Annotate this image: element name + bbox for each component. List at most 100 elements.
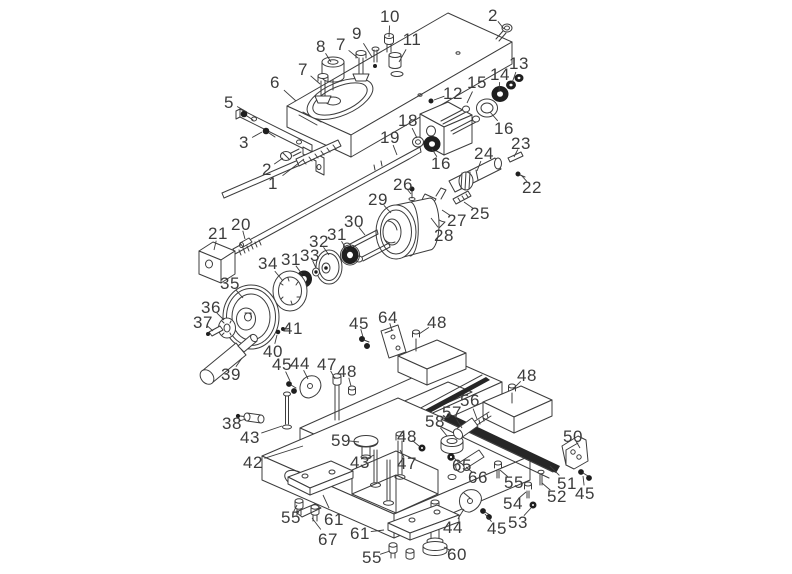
part-label-39: 39 — [221, 365, 241, 384]
bracket-44a — [299, 375, 322, 399]
bolt-54 — [524, 481, 532, 499]
bolt-10 — [384, 33, 394, 53]
part-label-56: 56 — [460, 391, 480, 410]
part-label-8: 8 — [316, 37, 326, 56]
part-label-2: 2 — [262, 160, 272, 179]
plate-67 — [295, 503, 322, 518]
part-label-29: 29 — [368, 190, 388, 209]
screws-45-right — [578, 469, 592, 481]
leader-line-7 — [348, 49, 359, 59]
part-label-23: 23 — [511, 134, 531, 153]
leader-line-51 — [549, 465, 560, 476]
leader-line-16 — [431, 148, 438, 157]
part-label-33: 33 — [300, 246, 320, 265]
cylinder-66 — [455, 449, 485, 473]
stud-extra — [383, 459, 394, 506]
bolt-48a — [412, 329, 420, 352]
leader-line-24 — [476, 160, 482, 172]
leader-line-3 — [251, 131, 263, 138]
bolt-47b — [394, 431, 406, 480]
part-label-60: 60 — [447, 545, 467, 564]
leader-line-48 — [348, 377, 352, 387]
ring-16-right — [476, 98, 498, 118]
part-label-2: 2 — [488, 6, 498, 25]
leader-line-47 — [330, 370, 336, 380]
leader-line-53 — [523, 507, 532, 517]
leader-line-56 — [472, 408, 478, 420]
screws-45-top — [359, 336, 370, 349]
screw-3 — [262, 127, 276, 138]
leader-line-48 — [418, 327, 430, 335]
leader-line-40 — [274, 334, 278, 344]
plate-61b — [387, 504, 460, 541]
leader-line-30 — [358, 227, 366, 236]
leader-line-59 — [349, 440, 360, 443]
leader-line-35 — [235, 289, 244, 299]
rear-left-block — [397, 339, 467, 386]
leader-line-55 — [499, 469, 508, 477]
key-23 — [507, 151, 524, 163]
end-block-21 — [198, 241, 236, 284]
part-label-21: 21 — [208, 224, 228, 243]
leader-line-22 — [520, 174, 528, 182]
leader-line-14 — [498, 82, 501, 93]
part-label-67: 67 — [318, 530, 338, 549]
nut-65 — [447, 453, 455, 461]
leader-line-23 — [513, 149, 519, 158]
part-label-25: 25 — [470, 204, 490, 223]
leader-line-15 — [466, 91, 473, 104]
part-label-12: 12 — [443, 84, 463, 103]
bolts-15 — [440, 105, 480, 135]
leader-line-58 — [440, 427, 448, 437]
part-label-9: 9 — [352, 24, 362, 43]
part-label-10: 10 — [380, 7, 400, 26]
leader-line-38 — [238, 418, 247, 422]
part-label-20: 20 — [231, 215, 251, 234]
part-label-43: 43 — [350, 453, 370, 472]
leader-line-45 — [582, 475, 585, 486]
leader-line-61 — [322, 494, 330, 509]
leader-line-47 — [399, 449, 405, 458]
stud-56 — [474, 411, 492, 426]
part-label-48: 48 — [517, 366, 537, 385]
screw-22 — [515, 171, 526, 178]
part-label-37: 37 — [193, 313, 213, 332]
part-label-13: 13 — [509, 54, 529, 73]
part-label-65: 65 — [452, 456, 472, 475]
part-label-64: 64 — [378, 308, 398, 327]
pin-9 — [371, 46, 380, 68]
bearing-31a — [340, 244, 360, 266]
bracket-44b — [458, 489, 482, 513]
leader-line-41 — [284, 327, 290, 330]
screws-45-bottom — [480, 508, 492, 520]
part-label-7: 7 — [336, 35, 346, 54]
part-label-28: 28 — [434, 226, 454, 245]
leader-line-5 — [236, 106, 248, 113]
ring-34 — [272, 270, 308, 312]
leader-line-45 — [360, 329, 364, 338]
part-label-51: 51 — [557, 474, 577, 493]
leader-line-32 — [323, 247, 330, 256]
part-label-27: 27 — [447, 211, 467, 230]
leader-line-19 — [392, 144, 398, 156]
part-label-55: 55 — [362, 548, 382, 567]
cylinder-part-8 — [321, 56, 345, 91]
leader-line-54 — [518, 491, 527, 499]
pulley-29 — [375, 197, 440, 260]
plate-61a — [287, 460, 354, 496]
leader-line-7 — [310, 75, 321, 85]
leader-line-25 — [463, 201, 474, 209]
leader-line-2 — [497, 21, 505, 30]
leader-line-31 — [341, 240, 348, 251]
screw-2-top-right — [495, 23, 513, 42]
leader-line-16 — [489, 111, 499, 122]
leader-line-8 — [325, 52, 332, 63]
pin-37 — [206, 325, 224, 337]
part-label-14: 14 — [490, 65, 510, 84]
part-label-53: 53 — [508, 513, 528, 532]
leader-line-43 — [261, 425, 283, 434]
part-label-47: 47 — [317, 355, 337, 374]
leader-line-27 — [441, 209, 451, 216]
part-label-48: 48 — [397, 427, 417, 446]
part-label-44: 44 — [290, 354, 310, 373]
